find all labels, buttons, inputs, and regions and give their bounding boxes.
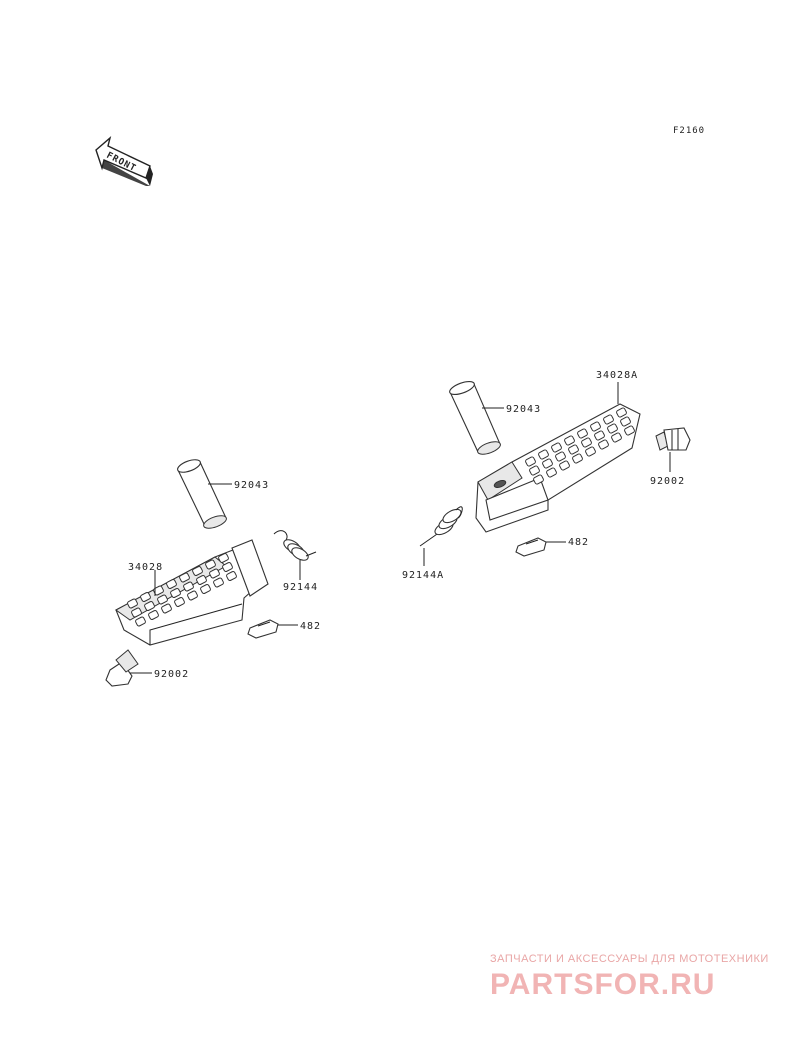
tread-block (170, 588, 181, 598)
tread-block (551, 442, 562, 453)
left-pin-part (177, 459, 227, 529)
left-stopper-part (105, 649, 139, 687)
tread-block (148, 610, 159, 620)
left-stopper-label: 92002 (154, 669, 189, 680)
tread-block (559, 460, 570, 471)
tread-block (127, 598, 138, 609)
right-footpeg-part (475, 403, 641, 533)
left-spring-label: 92144 (283, 582, 318, 593)
tread-block (620, 416, 631, 427)
tread-block (205, 559, 216, 570)
watermark-logo: ЗАПЧАСТИ И АКСЕССУАРЫ ДЛЯ МОТОТЕХНИКИ PA… (490, 953, 769, 1001)
tread-block (161, 603, 172, 614)
tread-block (144, 601, 155, 611)
tread-block (568, 444, 579, 455)
tread-block (213, 577, 224, 588)
figure-code: F2160 (673, 126, 705, 136)
right-clip-label: 482 (568, 537, 589, 548)
tread-block (192, 566, 203, 576)
tread-block (131, 607, 142, 618)
tread-block (174, 597, 185, 607)
tread-block (624, 425, 635, 436)
left-pin-label: 92043 (234, 480, 269, 491)
tread-block (581, 437, 592, 448)
tread-block (529, 465, 540, 476)
tread-block (564, 435, 575, 446)
tread-block (555, 451, 566, 462)
tread-block (200, 584, 211, 594)
tread-block (616, 407, 627, 418)
right-spring-label: 92144A (402, 570, 444, 581)
tread-block (611, 432, 622, 443)
tread-block (140, 592, 151, 602)
tread-block (572, 453, 583, 464)
tread-block (179, 572, 190, 583)
left-spring-part (273, 530, 317, 561)
tread-block (585, 446, 596, 457)
left-clip-label: 482 (300, 621, 321, 632)
right-spring-part (419, 506, 463, 547)
tread-block (135, 616, 146, 627)
front-arrow-icon: FRONT (95, 136, 153, 186)
tread-block (546, 467, 557, 478)
tread-block (218, 553, 229, 563)
right-footpeg-label: 34028A (596, 370, 638, 381)
watermark-tagline: ЗАПЧАСТИ И АКСЕССУАРЫ ДЛЯ МОТОТЕХНИКИ (490, 953, 769, 965)
tread-block (538, 449, 549, 460)
tread-block (542, 458, 553, 469)
tread-block (183, 581, 194, 592)
tread-block (525, 456, 536, 467)
tread-block (187, 590, 198, 601)
left-footpeg-part (115, 539, 269, 646)
left-footpeg-label: 34028 (128, 562, 163, 573)
tread-block (166, 579, 177, 589)
tread-block (577, 428, 588, 439)
right-clip-part (515, 537, 547, 557)
right-assembly: 92043 34028A 92002 92144A (402, 370, 691, 581)
left-assembly: 92043 34028 92144 482 (105, 459, 321, 687)
tread-block (226, 571, 237, 581)
tread-block (594, 430, 605, 441)
watermark-brand: PARTSFOR.RU (490, 968, 715, 1001)
right-pin-part (449, 380, 501, 455)
tread-block (196, 575, 207, 585)
right-stopper-label: 92002 (650, 476, 685, 487)
tread-block (603, 414, 614, 425)
tread-block (157, 594, 168, 605)
tread-block (533, 474, 544, 485)
tread-block (153, 585, 164, 596)
right-pin-label: 92043 (506, 404, 541, 415)
tread-block (590, 421, 601, 432)
right-stopper-part (655, 427, 691, 451)
tread-block (598, 439, 609, 450)
tread-block (607, 423, 618, 434)
tread-block (209, 568, 220, 579)
tread-block (222, 562, 233, 572)
left-clip-part (247, 619, 279, 639)
